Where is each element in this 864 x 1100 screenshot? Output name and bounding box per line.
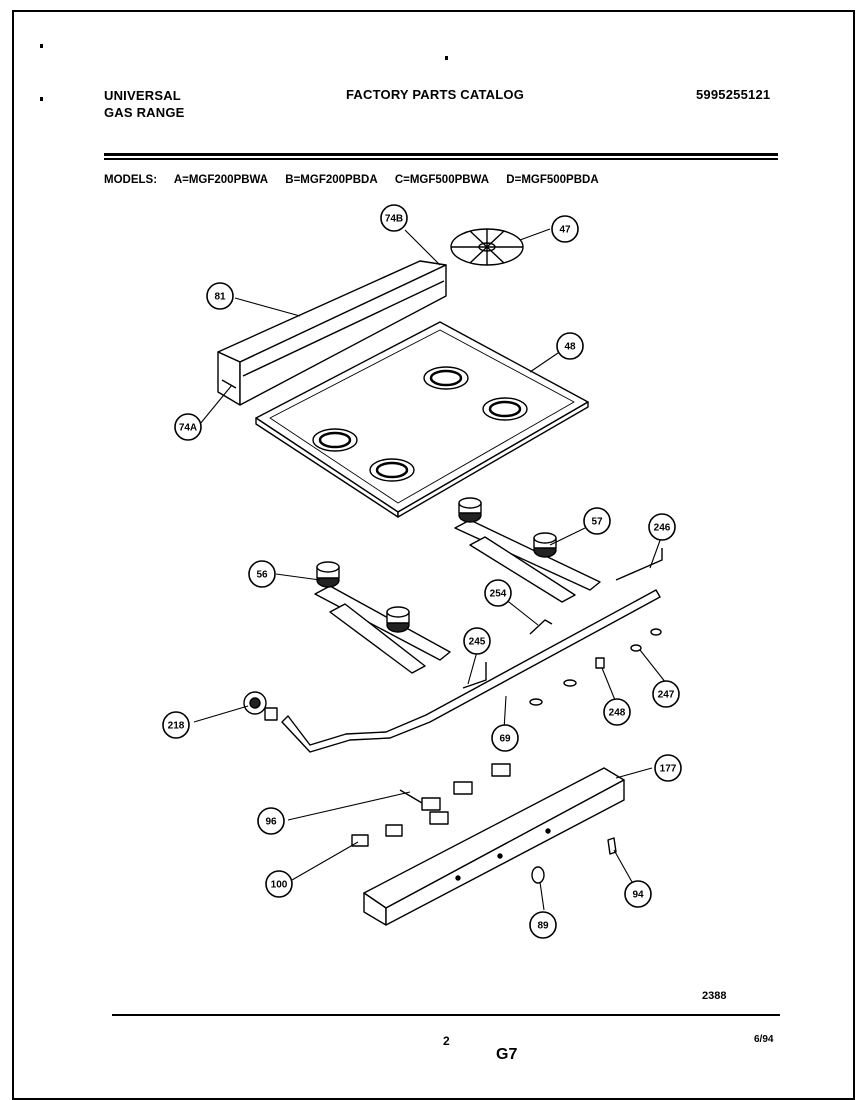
callout-label: 218 xyxy=(168,721,185,732)
callout-label: 74B xyxy=(385,214,403,225)
footer-rule xyxy=(112,1014,780,1016)
callout-circle xyxy=(624,880,652,908)
brand-line-2: GAS RANGE xyxy=(104,105,185,120)
models-line: MODELS: A=MGF200PBWA B=MGF200PBDA C=MGF5… xyxy=(104,174,613,186)
brand-line-1: UNIVERSAL xyxy=(104,88,181,103)
callout-label: 48 xyxy=(564,342,576,353)
header-rule-bottom xyxy=(104,158,778,160)
scan-speck xyxy=(40,44,43,48)
header-rule-top xyxy=(104,153,778,156)
callout-circle xyxy=(583,507,611,535)
diagram-number: 2388 xyxy=(702,990,727,1002)
callout-circle xyxy=(603,698,631,726)
callout-label: 96 xyxy=(265,817,277,828)
callout-circle xyxy=(174,413,202,441)
callout-label: 94 xyxy=(632,890,644,901)
burner-grate-part xyxy=(450,228,524,266)
callout-circle xyxy=(551,215,579,243)
models-label: MODELS: xyxy=(104,174,158,186)
callout-label: 74A xyxy=(179,423,197,434)
callout-circle xyxy=(652,680,680,708)
catalog-title: FACTORY PARTS CATALOG xyxy=(346,87,525,102)
callout-label: 69 xyxy=(499,734,511,745)
callout-circle xyxy=(491,724,519,752)
brand-block: UNIVERSAL GAS RANGE xyxy=(104,87,185,121)
callout-label: 247 xyxy=(658,690,675,701)
front-burner-assembly-part xyxy=(314,561,451,674)
group-code: G7 xyxy=(496,1046,518,1063)
model-d: D=MGF500PBDA xyxy=(506,174,599,186)
model-a: A=MGF200PBWA xyxy=(173,174,269,186)
manifold-part xyxy=(243,589,661,753)
backguard-part xyxy=(217,260,447,406)
gas-valves-part xyxy=(351,763,511,847)
scan-speck xyxy=(445,56,448,60)
page-number: 2 xyxy=(443,1034,450,1048)
model-c: C=MGF500PBWA xyxy=(394,174,490,186)
callout-label: 245 xyxy=(469,637,486,648)
callout-label: 89 xyxy=(537,921,549,932)
callout-label: 246 xyxy=(654,523,671,534)
callout-circle xyxy=(248,560,276,588)
callout-bubbles: 74B 47 81 48 74A 57 246 56 254 245 247 248 218 69 177 9… xyxy=(162,204,682,939)
callout-circle xyxy=(529,911,557,939)
callout-circle xyxy=(654,754,682,782)
callout-circle xyxy=(556,332,584,360)
callout-label: 100 xyxy=(271,880,288,891)
catalog-number: 5995255121 xyxy=(696,87,771,102)
callout-circle xyxy=(648,513,676,541)
callout-circle xyxy=(162,711,190,739)
callout-label: 57 xyxy=(591,517,603,528)
callout-label: 81 xyxy=(214,292,226,303)
callout-label: 248 xyxy=(609,708,626,719)
scan-speck xyxy=(40,97,43,101)
control-panel-part xyxy=(363,767,625,926)
callout-circle xyxy=(380,204,408,232)
model-b: B=MGF200PBDA xyxy=(285,174,378,186)
callout-circle xyxy=(484,579,512,607)
callout-circle xyxy=(257,807,285,835)
revision-date: 6/94 xyxy=(754,1034,774,1045)
callout-label: 177 xyxy=(660,764,677,775)
rear-burner-assembly-part xyxy=(454,497,601,603)
small-hardware-part xyxy=(462,548,663,706)
callout-label: 47 xyxy=(559,225,571,236)
callout-circle xyxy=(463,627,491,655)
callout-label: 254 xyxy=(490,589,507,600)
cooktop-part xyxy=(255,321,589,518)
callout-circle xyxy=(206,282,234,310)
callout-circle xyxy=(265,870,293,898)
callout-label: 56 xyxy=(256,570,268,581)
